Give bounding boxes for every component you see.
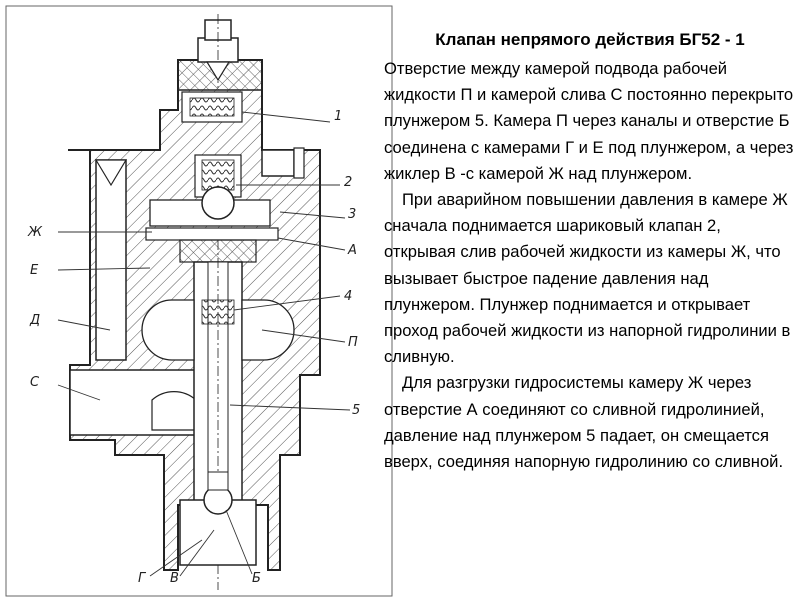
chamber-p [141,299,195,361]
label-zh: Ж [27,225,43,240]
label-g: Г [138,571,147,586]
valve-cross-section-drawing: 1 2 3 А Ж Е Д С 4 П 5 Г В Б [5,5,393,597]
paragraph-3: Для разгрузки гидросистемы камеру Ж чере… [384,373,784,472]
label-1: 1 [334,109,342,124]
paragraph-1: Отверстие между камерой подвода рабочей … [384,59,794,183]
slide-body-text: Отверстие между камерой подвода рабочей … [384,56,796,475]
label-2: 2 [344,175,352,190]
label-3: 3 [348,207,356,222]
spring-1 [189,97,235,117]
label-p: П [348,335,358,350]
label-b: Б [252,571,261,586]
ball-s [151,391,197,431]
label-s: С [30,375,40,390]
side-plug [261,149,295,177]
label-4: 4 [344,289,352,304]
label-v: В [170,571,179,586]
slide-title: Клапан непрямого действия БГ52 - 1 [435,30,745,49]
plunger-head [145,227,279,241]
drawing-frame [5,5,393,597]
leader-lines [57,111,351,577]
label-d: Д [29,313,40,328]
spring-2 [201,159,235,191]
label-a: А [347,243,357,258]
label-e: Е [30,263,39,278]
ball-valve-2 [201,186,235,220]
channel-d [95,159,127,361]
paragraph-2: При аварийном повышении давления в камер… [384,190,791,367]
label-5: 5 [352,403,360,418]
